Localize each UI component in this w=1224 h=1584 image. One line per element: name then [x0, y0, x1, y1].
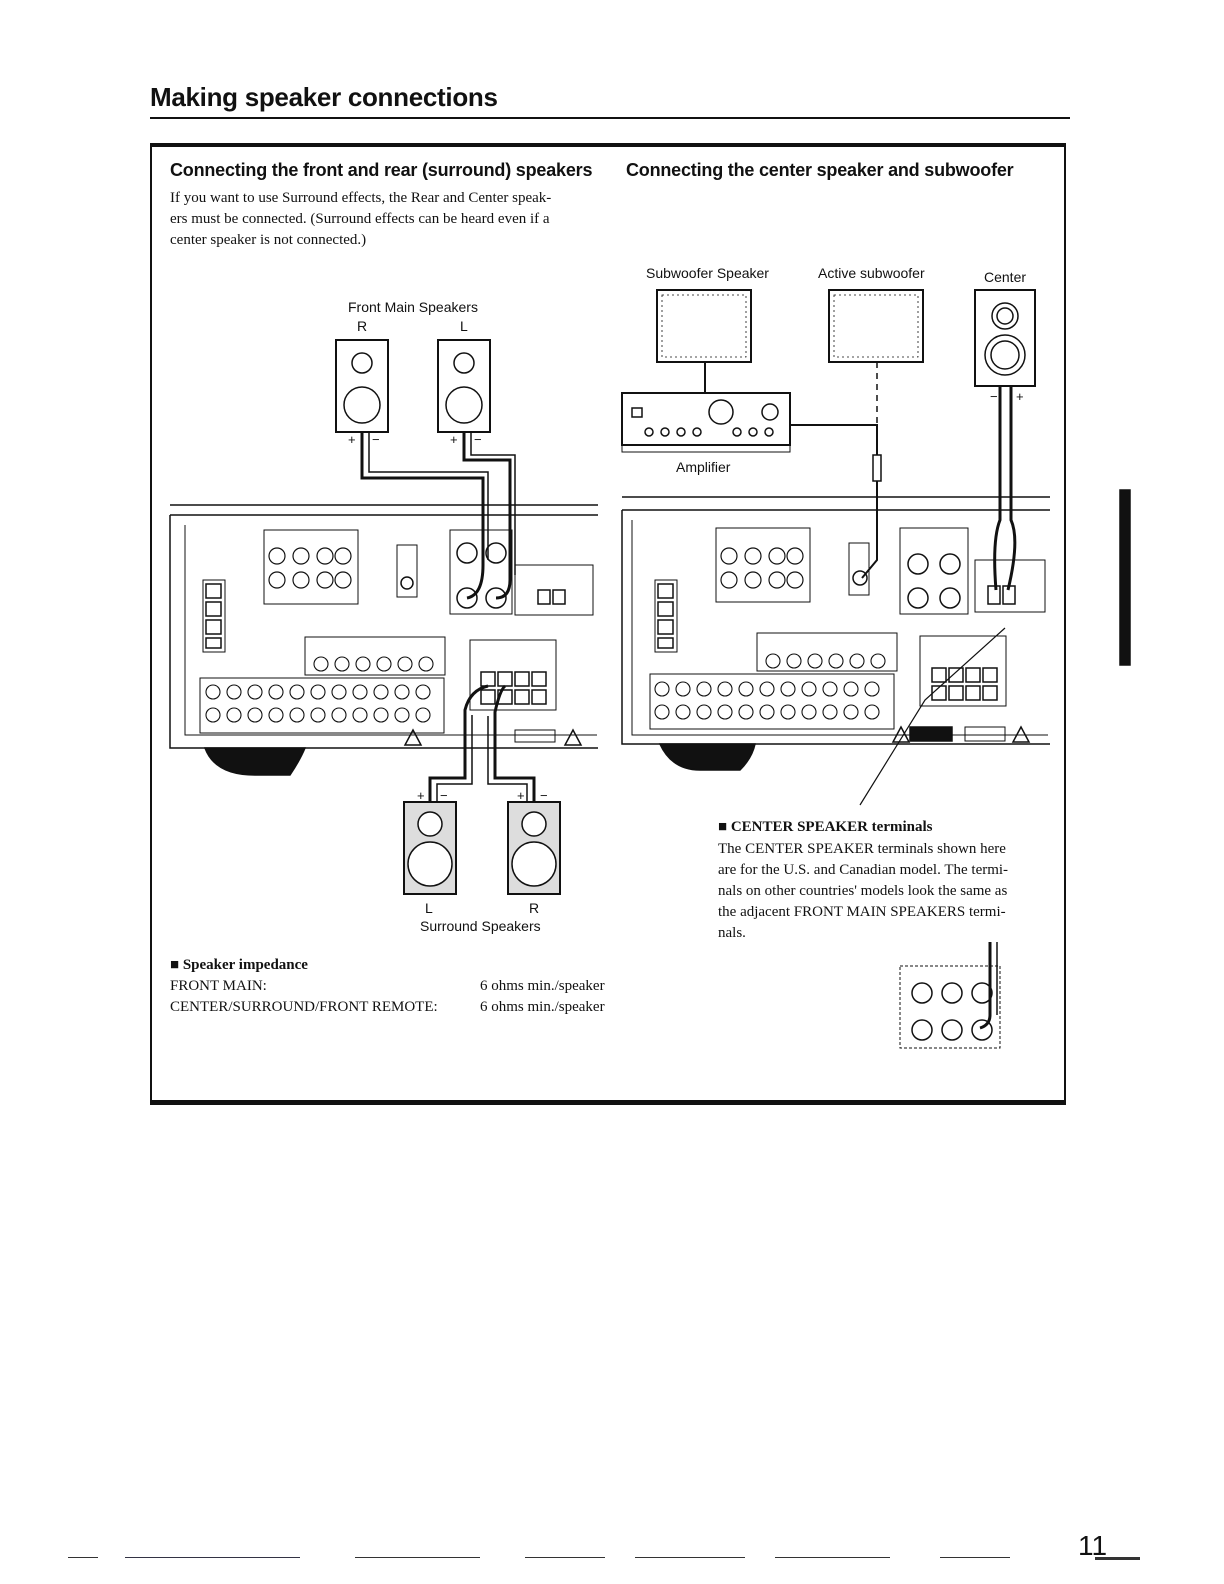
- terminals-heading-text: CENTER SPEAKER terminals: [730, 819, 933, 835]
- impedance-heading-text: Speaker impedance: [182, 957, 308, 973]
- surround-r-plus: +: [517, 788, 525, 803]
- active-subwoofer-label: Active subwoofer: [818, 265, 925, 281]
- surround-l-minus: −: [440, 788, 448, 803]
- footer-line: [355, 1557, 480, 1558]
- surround-l-plus: +: [417, 788, 425, 803]
- terminals-line-2: are for the U.S. and Canadian model. The…: [718, 862, 1009, 878]
- impedance-row-front-name: FRONT MAIN:: [170, 978, 267, 994]
- left-receiver-back-panel: [169, 504, 598, 776]
- center-minus: −: [990, 389, 998, 404]
- impedance-row-front-value: 6 ohms min./speaker: [480, 978, 605, 994]
- title-rule: [150, 117, 1070, 119]
- impedance-row-center-value: 6 ohms min./speaker: [480, 999, 605, 1015]
- terminals-text: The CENTER SPEAKER terminals shown here …: [718, 839, 1048, 944]
- surround-r-label: R: [529, 900, 540, 916]
- amplifier: [621, 392, 791, 453]
- front-speakers-label: Front Main Speakers: [348, 299, 478, 315]
- intro-line-3: center speaker is not connected.): [170, 232, 367, 248]
- left-intro: If you want to use Surround effects, the…: [170, 188, 610, 251]
- impedance-row-center-name: CENTER/SURROUND/FRONT REMOTE:: [170, 999, 438, 1015]
- center-plus: +: [1016, 389, 1024, 404]
- front-r-plus: +: [348, 432, 356, 447]
- surround-speaker-l: [403, 801, 457, 895]
- subwoofer-speaker: [656, 289, 752, 363]
- center-speaker-label: Center: [984, 269, 1027, 285]
- front-r-minus: −: [372, 432, 380, 447]
- active-subwoofer: [828, 289, 924, 363]
- terminals-line-4: the adjacent FRONT MAIN SPEAKERS termi-: [718, 904, 1006, 920]
- footer-line: [1095, 1557, 1140, 1560]
- front-r-label: R: [357, 318, 368, 334]
- intro-line-2: ers must be connected. (Surround effects…: [170, 211, 550, 227]
- terminals-heading: ■ CENTER SPEAKER terminals: [718, 819, 933, 835]
- left-heading: Connecting the front and rear (surround)…: [170, 160, 593, 180]
- footer-line: [125, 1557, 300, 1558]
- impedance-heading: ■ Speaker impedance: [170, 957, 308, 973]
- front-l-label: L: [460, 318, 468, 334]
- right-heading: Connecting the center speaker and subwoo…: [626, 160, 1014, 180]
- page-number: 11: [1078, 1530, 1108, 1561]
- surround-speakers-label: Surround Speakers: [420, 918, 541, 934]
- intro-line-1: If you want to use Surround effects, the…: [170, 190, 552, 206]
- center-terminal-inset: [899, 942, 1001, 1049]
- subwoofer-speaker-label: Subwoofer Speaker: [646, 265, 769, 281]
- footer-line: [68, 1557, 98, 1558]
- terminals-line-5: nals.: [718, 925, 746, 941]
- amplifier-label: Amplifier: [676, 459, 731, 475]
- center-speaker: [974, 289, 1036, 387]
- footer-line: [635, 1557, 745, 1558]
- footer-line: [940, 1557, 1010, 1558]
- front-speaker-l: [437, 339, 491, 433]
- right-receiver-back-panel: [621, 496, 1050, 771]
- surround-l-label: L: [425, 900, 433, 916]
- front-speaker-r: [335, 339, 389, 433]
- footer-line: [775, 1557, 890, 1558]
- terminals-line-1: The CENTER SPEAKER terminals shown here: [718, 841, 1006, 857]
- content-frame: [150, 143, 1066, 1105]
- footer-line: [525, 1557, 605, 1558]
- front-l-minus: −: [474, 432, 482, 447]
- terminals-line-3: nals on other countries' models look the…: [718, 883, 1008, 899]
- page-title: Making speaker connections: [150, 82, 498, 112]
- surround-r-minus: −: [540, 788, 548, 803]
- front-l-plus: +: [450, 432, 458, 447]
- surround-speaker-r: [507, 801, 561, 895]
